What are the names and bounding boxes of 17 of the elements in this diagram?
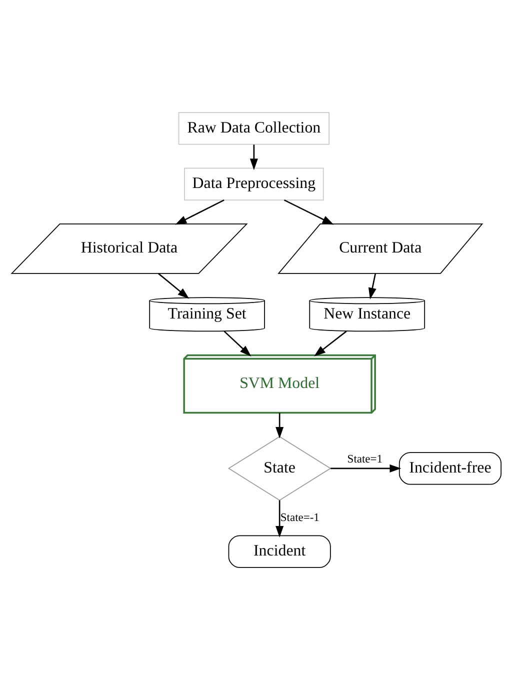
edge-label: State=-1 [280,511,320,524]
arrow [158,272,190,298]
arrow [330,464,402,472]
arrow [368,273,376,299]
node-box: Incident-free [398,452,502,484]
node-box: Raw Data Collection [178,112,330,144]
arrow [276,412,284,438]
arrow [224,330,252,356]
node-box: Incident [228,534,331,568]
node-diamond: State [228,436,332,500]
arrow [284,199,334,224]
node-box: Data Preprocessing [184,167,324,200]
arrow [175,199,224,224]
arrow [314,330,347,356]
arrow [250,144,258,170]
edge-label: State=1 [347,453,382,466]
arrow [276,500,284,537]
